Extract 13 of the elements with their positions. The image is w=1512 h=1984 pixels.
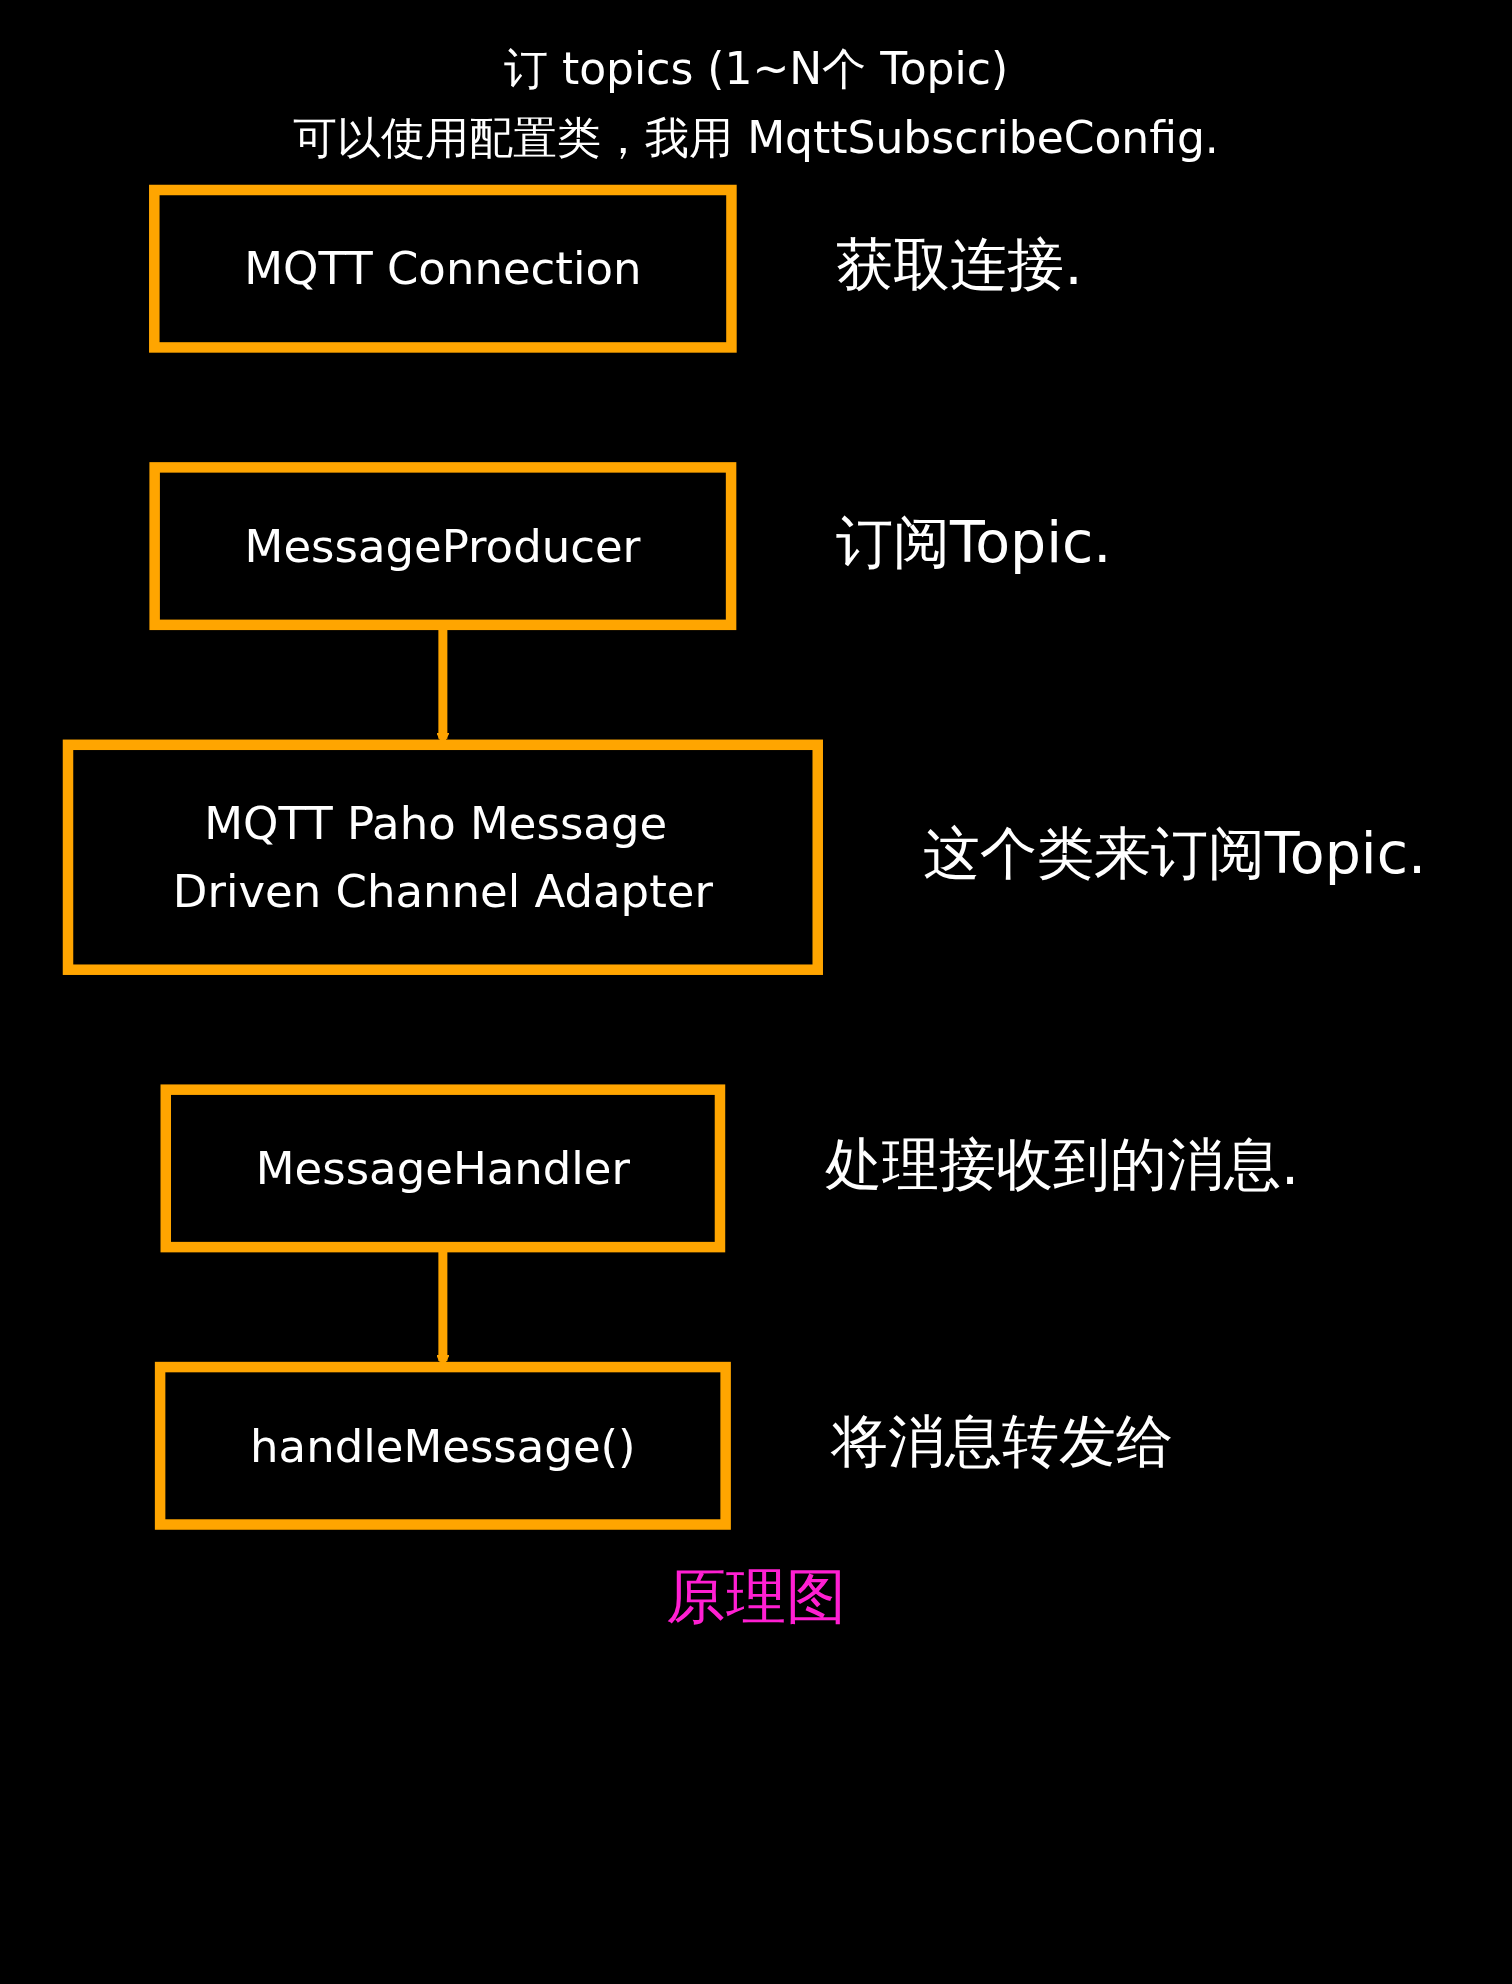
node-box: MessageProducer (149, 462, 737, 631)
side-note: 获取连接. (836, 231, 1083, 298)
side-note: 订阅Topic. (836, 508, 1112, 575)
note-text: 可以使用配置类，我用 MqttSubscribeConfig. (292, 111, 1220, 165)
caption: 原理图 (665, 1559, 847, 1633)
note-text: 订 topics (1~N个 Topic) (502, 42, 1010, 96)
node-box: MessageHandler (160, 1084, 726, 1253)
node-box: MQTT Connection (149, 184, 737, 353)
side-note: 这个类来订阅Topic. (922, 819, 1427, 886)
side-note: 将消息转发给 (830, 1408, 1173, 1475)
side-note: 处理接收到的消息. (824, 1131, 1300, 1197)
node-box: MQTT Paho Message Driven Channel Adapter (62, 739, 823, 975)
node-box: handleMessage() (154, 1361, 731, 1530)
